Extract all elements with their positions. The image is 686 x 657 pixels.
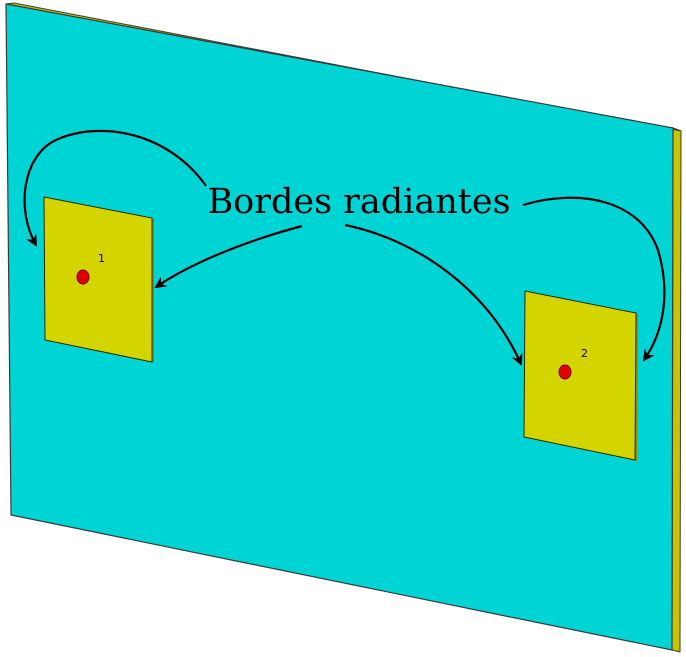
patch-1-face: [43, 196, 153, 363]
patch-1: 1: [43, 196, 154, 363]
arrow-to-patch-2-left-edge: [344, 223, 523, 366]
patch-2-face: [523, 290, 637, 461]
arrow-to-patch-1-right-edge: [154, 224, 303, 289]
feed-point-2: [558, 364, 572, 380]
patch-2: 2: [523, 290, 638, 461]
substrate-face: [5, 3, 674, 651]
port-label-2: 2: [581, 347, 588, 360]
callout-label: Bordes radiantes: [207, 182, 510, 222]
port-label-1: 1: [98, 252, 105, 265]
arrow-to-patch-1-left-edge: [23, 129, 207, 247]
callout-arrows: [23, 129, 666, 366]
feed-point-1: [76, 269, 90, 285]
arrow-to-patch-2-right-edge: [522, 196, 666, 362]
